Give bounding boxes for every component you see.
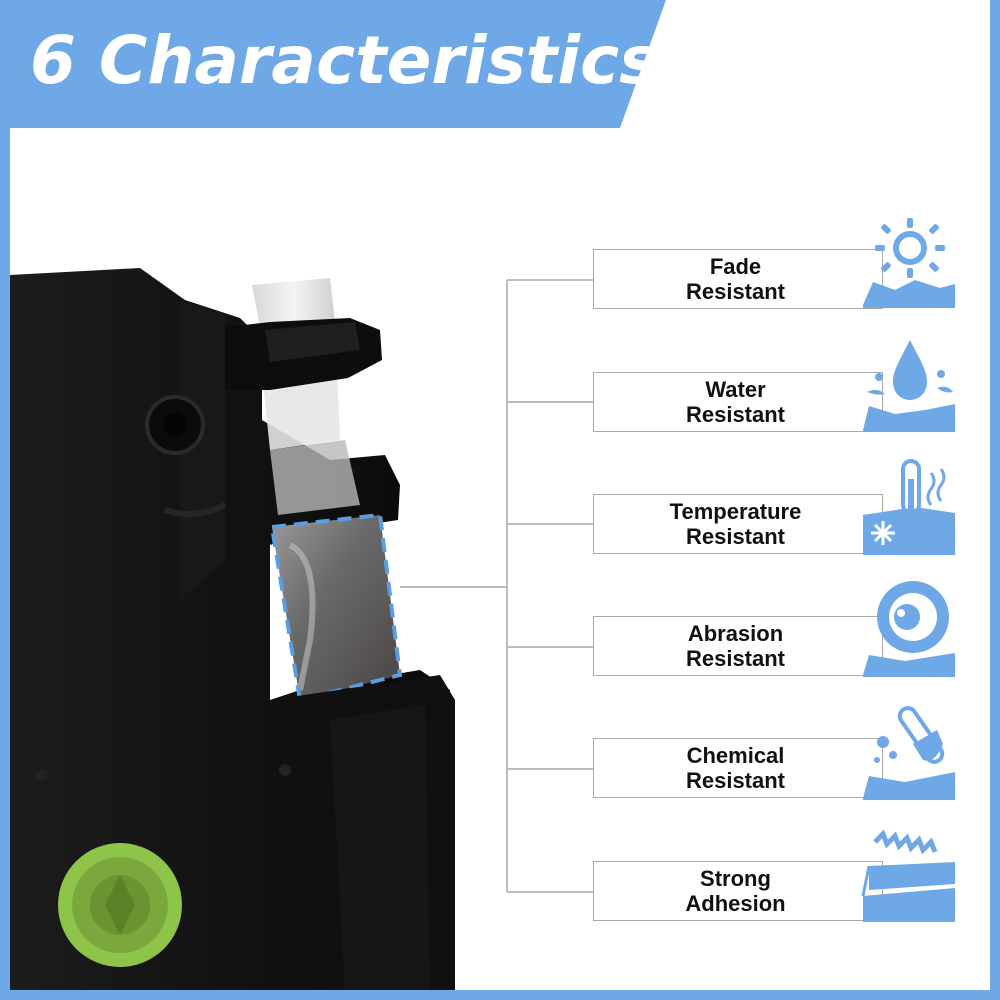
page-title: 6 Characteristics [30, 22, 659, 99]
sun-icon [863, 218, 955, 308]
header-banner [0, 0, 666, 128]
feature-label-temperature: Temperature Resistant [669, 499, 802, 549]
feature-box-water [593, 372, 883, 432]
feature-label-abrasion: Abrasion Resistant [685, 621, 786, 671]
feature-label-water: Water Resistant [685, 377, 786, 427]
water-drop-icon [863, 340, 955, 432]
feature-label-adhesion: Strong Adhesion [685, 866, 786, 916]
test-tube-icon [863, 706, 955, 800]
feature-box-fade [593, 249, 883, 309]
feature-box-adhesion [593, 861, 883, 921]
feature-box-chemical [593, 738, 883, 798]
thermometer-snowflake-icon [863, 459, 955, 555]
feature-box-abrasion [593, 616, 883, 676]
feature-label-fade: Fade Resistant [685, 254, 786, 304]
wheel-icon [863, 581, 955, 677]
adhesive-tape-icon [861, 829, 955, 922]
feature-label-chemical: Chemical Resistant [685, 743, 786, 793]
